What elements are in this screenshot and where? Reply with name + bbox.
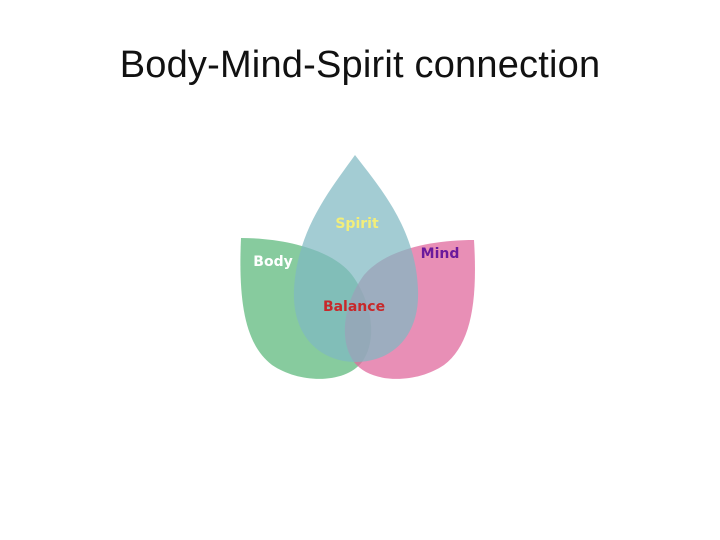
mind-label: Mind [421,246,460,262]
balance-label: Balance [323,299,385,315]
body-label: Body [253,254,292,270]
spirit-label: Spirit [335,216,379,232]
slide-title: Body-Mind-Spirit connection [119,44,601,86]
spirit-petal [293,155,419,362]
